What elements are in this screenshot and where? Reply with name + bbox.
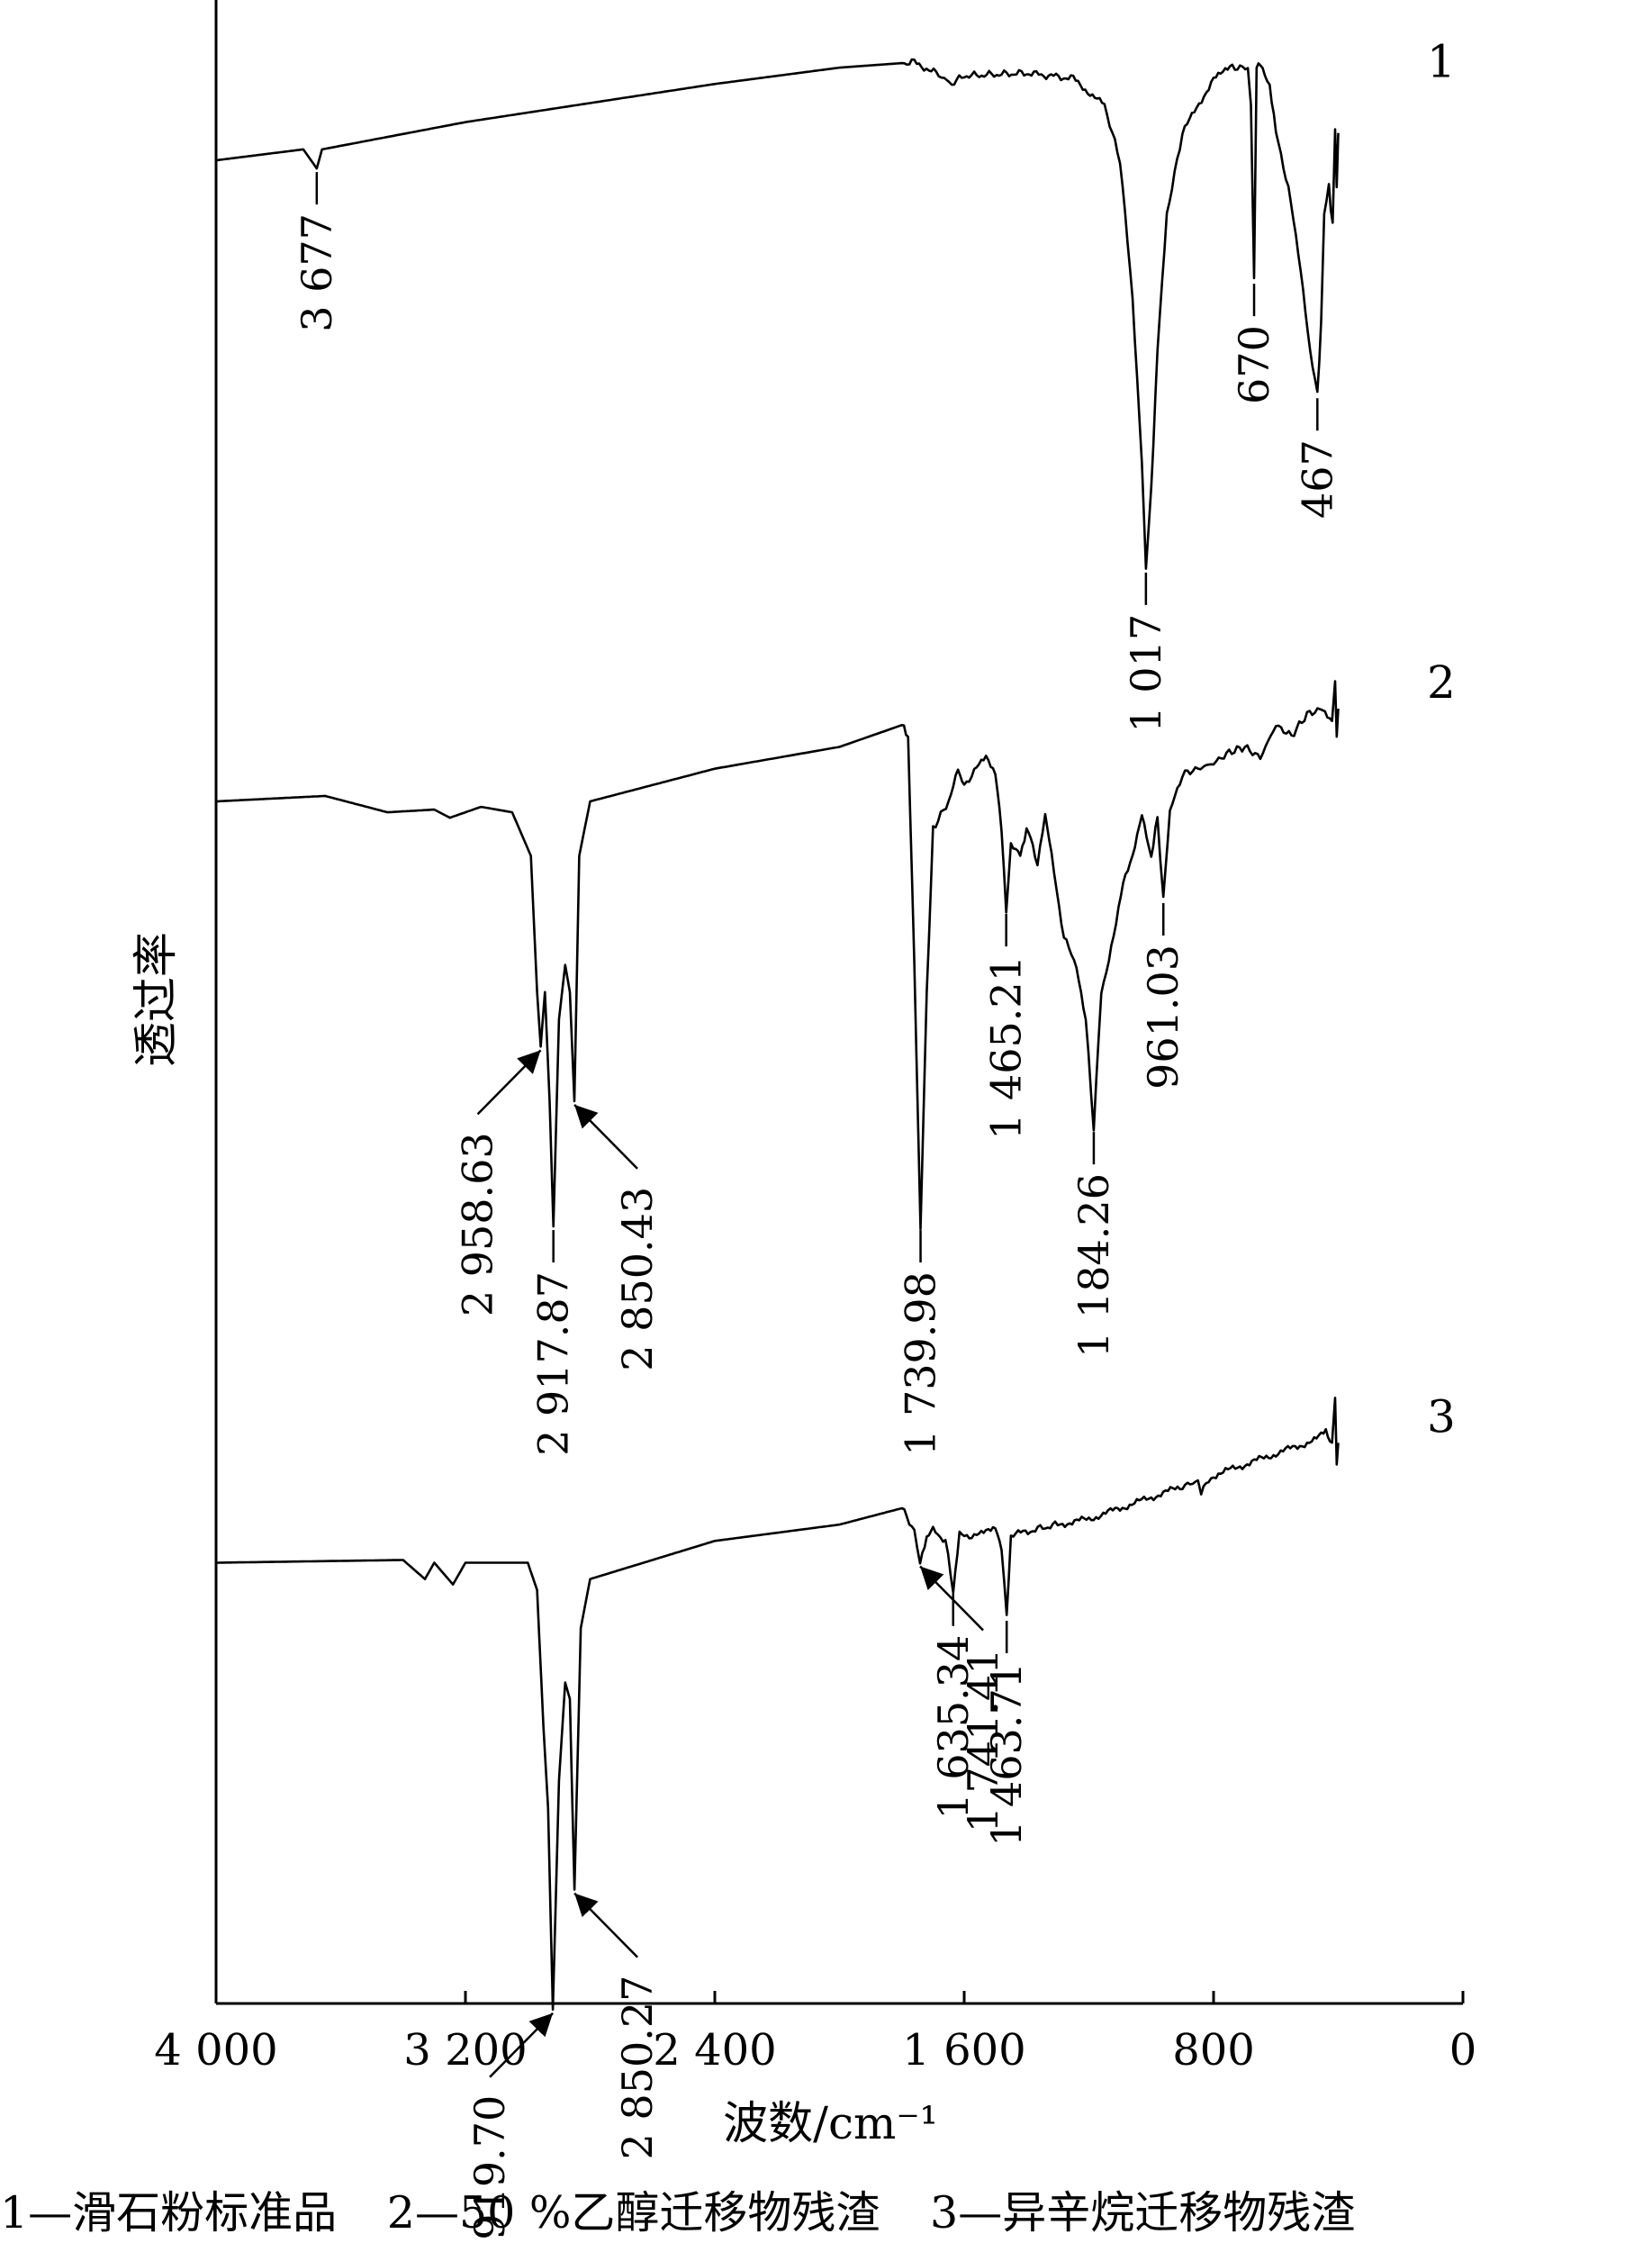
- annotation-label-1: 1 017: [1122, 614, 1170, 733]
- annotation-label-4: 2 958.63: [454, 1132, 502, 1316]
- series-label-3: 3: [1427, 1390, 1456, 1443]
- annotation-label-2: 670: [1230, 325, 1278, 404]
- annotation-label-6: 2 850.43: [613, 1187, 662, 1371]
- legend-item-1: 1—滑石粉标准品: [0, 2187, 338, 2238]
- y-axis-label: 透过率: [130, 932, 182, 1067]
- series-line-3: [216, 1397, 1340, 2012]
- annotation-label-0: 3 677: [293, 213, 341, 332]
- annotation-label-14: 1 635.34: [929, 1635, 978, 1820]
- x-tick-label-3: 1 600: [902, 2025, 1025, 2076]
- x-tick-label-2: 2 400: [653, 2025, 776, 2076]
- x-tick-label-5: 0: [1449, 2025, 1477, 2076]
- x-axis-label: 波数/cm⁻¹: [723, 2097, 938, 2149]
- annotation-label-9: 1 184.26: [1070, 1173, 1118, 1358]
- legend-item-2: 2—50 %乙醇迁移物残渣: [386, 2187, 880, 2238]
- annotation-label-3: 467: [1293, 439, 1341, 519]
- series-line-1: [215, 58, 1340, 570]
- annotation-label-13: 1 741.41: [959, 1649, 1007, 1833]
- legend-caption: 1—滑石粉标准品 2—50 %乙醇迁移物残渣 3—异辛烷迁移物残渣: [0, 2177, 1652, 2241]
- annotation-arrow-12: [573, 1892, 638, 1958]
- annotation-label-11: 2 919.70: [465, 2095, 514, 2243]
- x-tick-label-4: 800: [1172, 2025, 1255, 2076]
- annotation-label-15: 1 463.71: [982, 1662, 1031, 1847]
- x-tick-label-0: 4 000: [154, 2025, 277, 2076]
- annotation-label-10: 961.03: [1139, 945, 1187, 1090]
- annotation-arrow-11: [489, 2012, 554, 2078]
- annotation-label-8: 1 465.21: [982, 955, 1031, 1140]
- series-label-2: 2: [1427, 656, 1456, 709]
- series-label-1: 1: [1427, 36, 1456, 88]
- x-tick-label-1: 3 200: [403, 2025, 527, 2076]
- annotation-arrow-6: [573, 1103, 638, 1170]
- annotation-arrow-13: [919, 1565, 984, 1632]
- annotation-label-12: 2 850.27: [613, 1976, 662, 2160]
- series-line-2: [215, 680, 1340, 1231]
- annotation-arrow-4: [476, 1049, 542, 1116]
- annotation-label-5: 2 917.87: [529, 1271, 578, 1456]
- legend-item-3: 3—异辛烷迁移物残渣: [930, 2187, 1356, 2238]
- annotation-label-7: 1 739.98: [897, 1271, 945, 1456]
